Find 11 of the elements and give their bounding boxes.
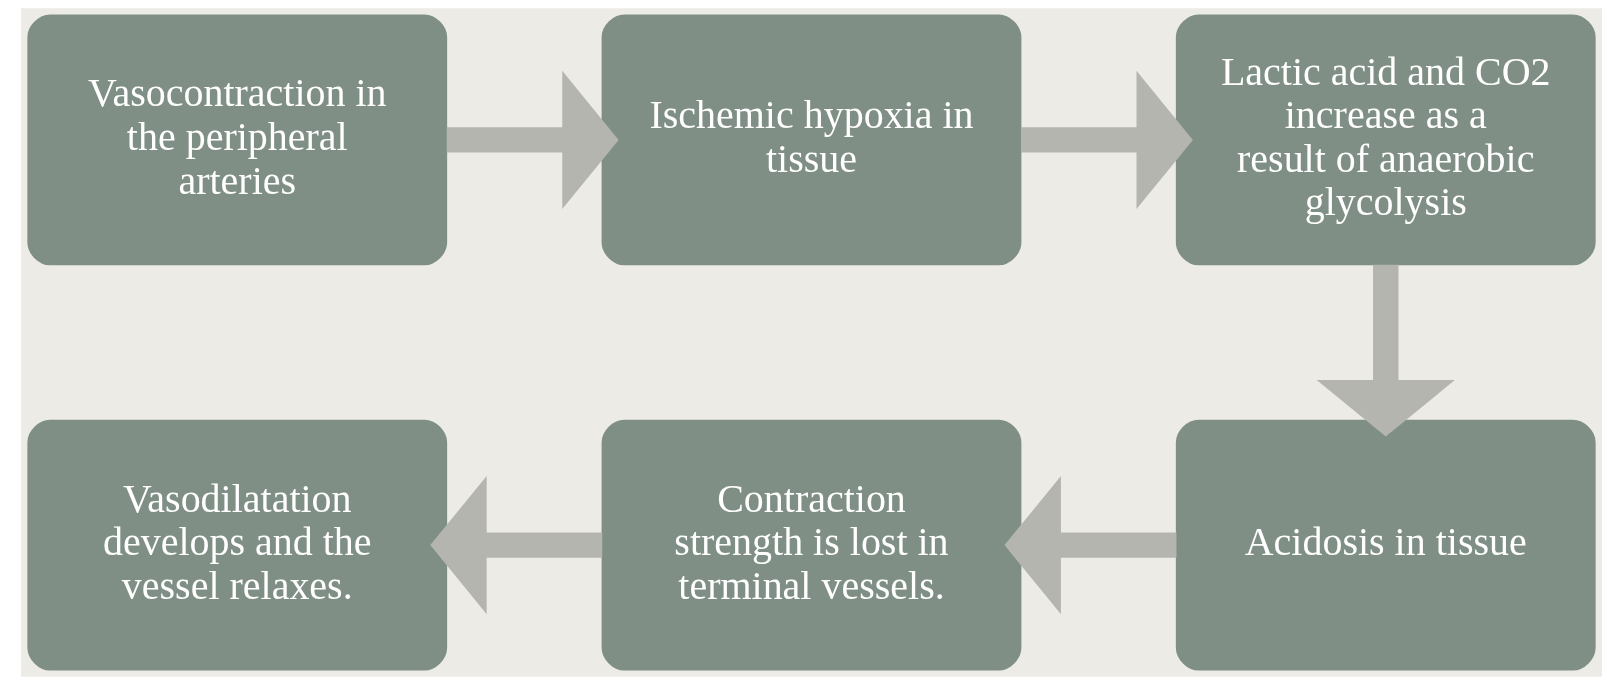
arrow (446, 70, 619, 209)
node-box: Acidosis in tissue (1175, 419, 1596, 671)
node-box: Vasodilatation develops and the vessel relaxes. (27, 419, 448, 671)
node-box: Vasocontraction in the peripheral arteries (27, 14, 448, 266)
node-box: Lactic acid and CO2 increase as a result of anaerobic glycolysis (1175, 14, 1596, 266)
arrow (1020, 70, 1193, 209)
arrow (1316, 264, 1455, 437)
arrow (430, 476, 603, 615)
arrow (1004, 476, 1177, 615)
node-box: Contraction strength is lost in terminal vessels. (601, 419, 1022, 671)
node-box: Ischemic hypoxia in tissue (601, 14, 1022, 266)
